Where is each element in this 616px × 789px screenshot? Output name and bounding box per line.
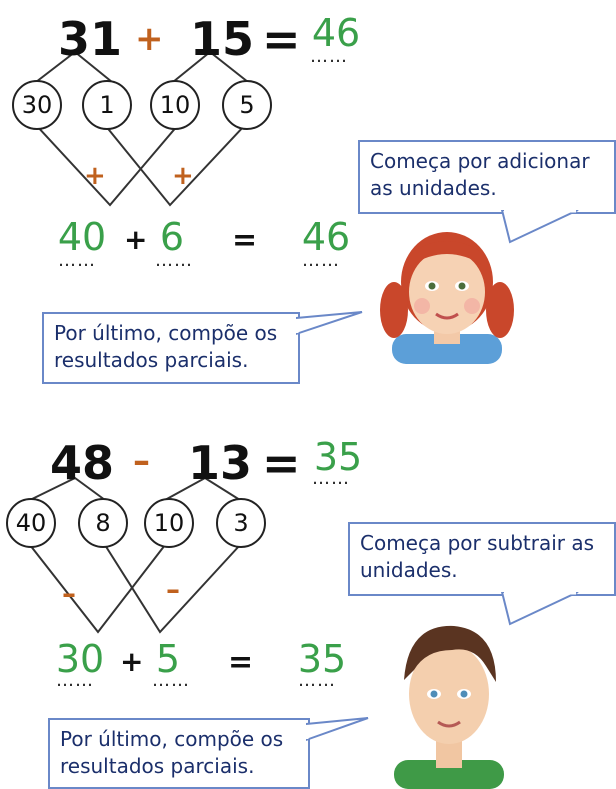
partial-plus: +	[120, 645, 144, 678]
partial-answer-dots: ……	[298, 670, 336, 691]
partial-tens: 30	[55, 637, 105, 681]
equals-sign: =	[262, 12, 301, 66]
bubble-tail	[500, 210, 579, 244]
partial-units-dots: ……	[155, 250, 193, 271]
part-circle: 5	[222, 80, 272, 130]
units-plus: +	[172, 161, 194, 191]
speech-bubble-summary: Por último, compõe os resultados parciai…	[42, 312, 300, 384]
partial-plus: +	[124, 223, 148, 256]
bubble-tail	[500, 592, 579, 626]
part-circle: 8	[78, 498, 128, 548]
part-circle: 10	[144, 498, 194, 548]
tens-minus: –	[62, 577, 76, 610]
bubble-tail	[306, 717, 369, 742]
operator-plus: +	[135, 19, 164, 59]
operand-a: 31	[58, 12, 123, 66]
answer-value: 46	[311, 11, 361, 55]
partial-tens-dots: ……	[58, 250, 96, 271]
part-circle: 3	[216, 498, 266, 548]
tens-plus: +	[84, 161, 106, 191]
operand-b: 13	[188, 436, 253, 490]
units-minus: –	[166, 573, 180, 606]
operand-a: 48	[50, 436, 115, 490]
speech-bubble-tip: Começa por subtrair as unidades.	[348, 522, 616, 596]
part-circle: 10	[150, 80, 200, 130]
partial-equals: =	[228, 645, 254, 680]
speech-bubble-summary: Por último, compõe os resultados parciai…	[48, 718, 310, 789]
partial-answer: 46	[301, 215, 351, 259]
girl-illustration-icon	[380, 232, 514, 364]
boy-illustration-icon	[394, 625, 504, 789]
answer-dots: ……	[310, 46, 348, 67]
operand-b: 15	[190, 12, 255, 66]
partial-units: 6	[159, 215, 185, 259]
answer-dots: ……	[312, 468, 350, 489]
partial-equals: =	[232, 223, 258, 258]
partial-tens: 40	[57, 215, 107, 259]
equals-sign: =	[262, 436, 301, 490]
part-circle: 40	[6, 498, 56, 548]
bubble-tail	[296, 311, 363, 336]
partial-answer: 35	[297, 637, 347, 681]
partial-units-dots: ……	[152, 670, 190, 691]
part-circle: 30	[12, 80, 62, 130]
partial-answer-dots: ……	[302, 250, 340, 271]
operator-minus: –	[133, 441, 150, 481]
answer-value: 35	[313, 435, 363, 479]
speech-bubble-tip: Começa por adicionar as unidades.	[358, 140, 616, 214]
partial-tens-dots: ……	[56, 670, 94, 691]
partial-units: 5	[155, 637, 181, 681]
part-circle: 1	[82, 80, 132, 130]
